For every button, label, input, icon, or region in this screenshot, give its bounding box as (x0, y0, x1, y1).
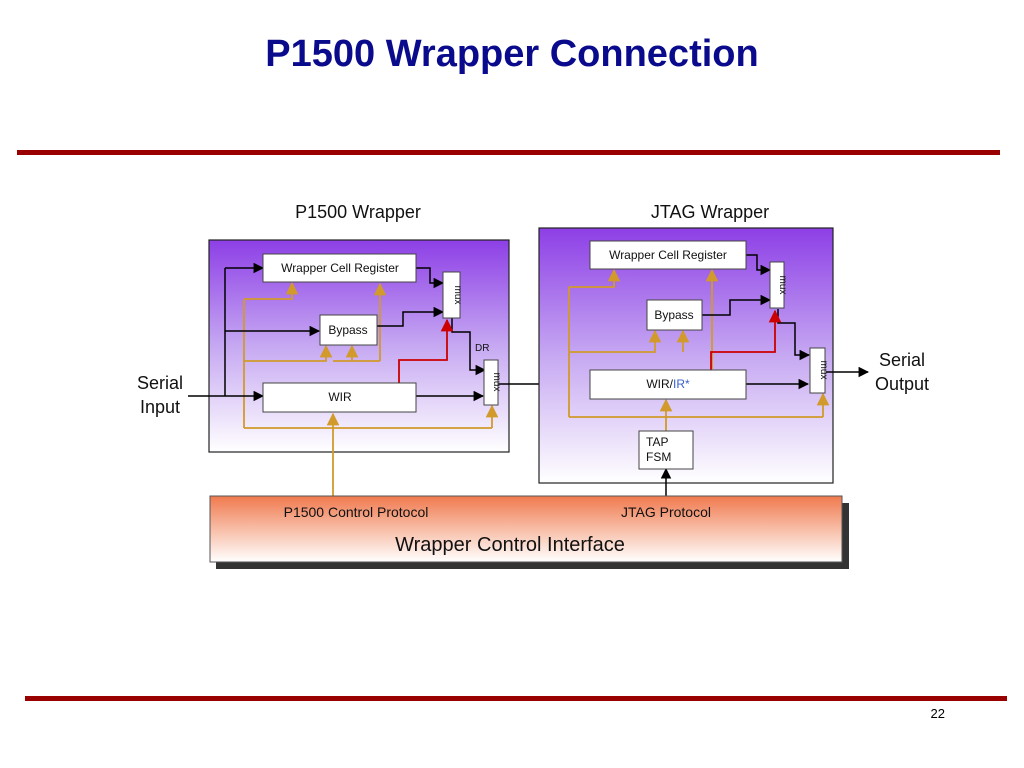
tap-fsm-line1: TAP (646, 435, 668, 449)
jtag-mux-top (769, 261, 785, 309)
p1500-control-protocol-label: P1500 Control Protocol (284, 504, 429, 520)
jtag-mux-top-label: mux (777, 276, 788, 295)
p1500-wir-label: WIR (328, 390, 352, 404)
p1500-mux-output-label: mux (491, 373, 502, 392)
bottom-divider (25, 696, 1007, 701)
p1500-mux-top-label: mux (452, 286, 463, 305)
p1500-mux-output (483, 359, 499, 406)
p1500-control-lines (243, 281, 499, 496)
jtag-wir-ir (589, 369, 747, 400)
jtag-mux-output (809, 347, 826, 394)
jtag-wrapper-cell-register (589, 240, 747, 270)
jtag-wrapper-cell-register-label: Wrapper Cell Register (609, 248, 727, 262)
serial-output-line2: Output (875, 374, 929, 394)
jtag-bypass-label: Bypass (654, 308, 693, 322)
p1500-select-lines (398, 318, 454, 383)
control-interface-box (209, 495, 843, 563)
wrapper-control-interface-label: Wrapper Control Interface (395, 534, 625, 556)
serial-input-line1: Serial (137, 373, 183, 393)
jtag-wrapper-title: JTAG Wrapper (651, 202, 769, 222)
slide-title: P1500 Wrapper Connection (265, 33, 759, 75)
jtag-protocol-label: JTAG Protocol (621, 504, 711, 520)
jtag-wir-prefix: WIR/ (646, 377, 673, 391)
jtag-select-lines (710, 309, 782, 370)
jtag-mux-output-label: mux (818, 361, 829, 380)
serial-output-line1: Serial (879, 350, 925, 370)
jtag-wir-ir-label: WIR/IR* (646, 377, 690, 391)
p1500-wrapper-cell-register (262, 253, 417, 283)
dr-label: DR (475, 343, 489, 354)
p1500-mux-top (442, 271, 461, 319)
serial-input-line2: Input (140, 397, 180, 417)
tap-fsm (638, 430, 694, 470)
p1500-wrapper-cell-register-label: Wrapper Cell Register (281, 261, 399, 275)
page-number: 22 (930, 706, 945, 721)
p1500-bypass (319, 314, 378, 346)
tap-fsm-line2: FSM (646, 450, 671, 464)
jtag-bypass (646, 299, 703, 331)
p1500-wrapper-title: P1500 Wrapper (295, 202, 421, 222)
top-divider (17, 150, 1000, 155)
p1500-wir (262, 382, 417, 413)
jtag-control-lines (568, 268, 830, 432)
p1500-bypass-label: Bypass (328, 323, 367, 337)
jtag-ir-label: IR* (673, 377, 690, 391)
